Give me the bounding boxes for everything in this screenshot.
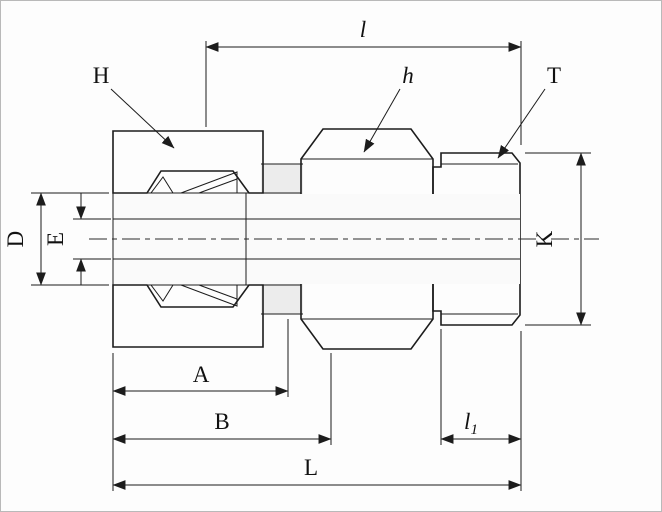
dim-l-extension-lines <box>205 41 522 145</box>
back-ferrule-top <box>150 176 174 194</box>
nut-lower-section <box>112 284 264 348</box>
thread-root-lines <box>441 163 518 315</box>
dim-L-group: L <box>112 331 522 491</box>
back-ferrule-bottom <box>150 284 174 302</box>
leader-H-line <box>110 88 175 149</box>
neck-lines <box>261 163 303 315</box>
dim-label-E: E <box>43 232 68 246</box>
leader-h-group: h <box>363 63 414 153</box>
bore-id-lines <box>113 218 520 260</box>
dim-label-l1-subscript: 1 <box>470 422 478 438</box>
leader-T-group: T <box>497 63 561 159</box>
dim-label-l1-base: l <box>464 409 470 434</box>
dim-label-l1: l1 <box>464 409 478 438</box>
dim-l-group: l <box>205 17 522 145</box>
leader-h-line <box>363 88 401 153</box>
leader-T-line <box>497 88 546 159</box>
dim-label-L: L <box>304 455 318 480</box>
dim-label-h: h <box>402 63 414 88</box>
dim-label-l: l <box>360 17 366 42</box>
dim-label-B: B <box>214 409 229 434</box>
dim-l1-group: l1 <box>440 329 522 445</box>
dim-label-A: A <box>193 362 210 387</box>
tube-od-lines <box>113 192 301 286</box>
dim-B-group: B <box>112 353 332 445</box>
dim-D-group: D <box>3 192 109 286</box>
dim-label-T: T <box>547 63 561 88</box>
dim-K-group: K <box>525 152 591 326</box>
hex-chamfer-lines <box>301 158 433 320</box>
dim-L-extension-lines <box>112 331 522 491</box>
ferrule-group <box>150 171 238 307</box>
nut-upper-section <box>112 130 264 194</box>
leader-H-group: H <box>93 63 175 149</box>
dim-label-K: K <box>532 230 557 247</box>
dim-label-D: D <box>3 231 28 248</box>
dim-label-H: H <box>93 63 110 88</box>
threaded-end <box>432 152 521 326</box>
dim-E-group: E <box>43 193 111 285</box>
front-ferrule-bottom-line <box>198 284 238 300</box>
front-ferrule-top-line <box>198 178 238 194</box>
bore-lines-group <box>113 192 520 286</box>
dim-A-group: A <box>112 319 289 397</box>
